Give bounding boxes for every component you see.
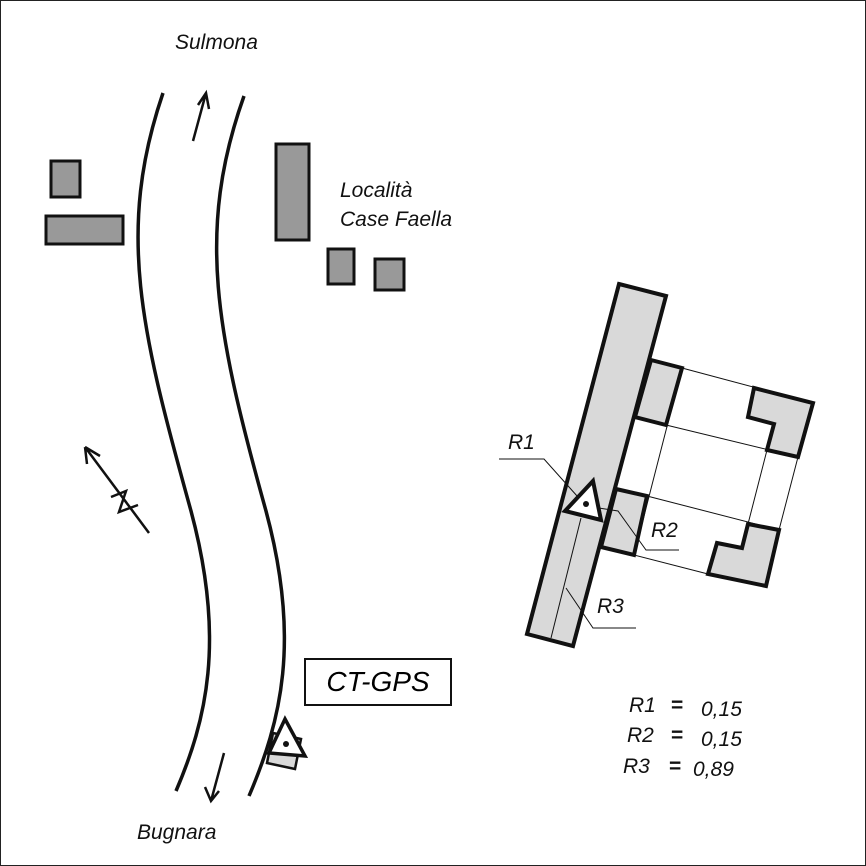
gps-triangle-icon — [266, 715, 309, 759]
building — [44, 214, 125, 246]
pier — [632, 357, 685, 428]
sensor-triangle-icon — [561, 476, 604, 523]
sensor-dot — [583, 501, 589, 507]
station-label: CT-GPS — [326, 666, 430, 697]
structure-plan — [499, 281, 816, 649]
building — [373, 257, 406, 292]
building — [274, 142, 311, 242]
arrow-south-direction-icon — [203, 752, 226, 804]
north-arrow-icon — [83, 445, 151, 534]
gps-station-marker — [265, 715, 309, 771]
pier — [745, 385, 816, 460]
building — [326, 247, 356, 286]
station-label-box: CT-GPS — [304, 658, 452, 706]
buildings — [44, 142, 406, 292]
r2-label: R2 — [651, 519, 678, 542]
road-left-edge — [136, 92, 212, 792]
pier — [705, 521, 782, 589]
legend-eq: = — [669, 755, 682, 778]
r3-label: R3 — [597, 595, 624, 618]
pier — [598, 486, 650, 558]
building — [49, 159, 82, 199]
r3-leader — [550, 517, 636, 639]
legend-r3-value: 0,89 — [693, 758, 734, 781]
legend-r2: R2 — [627, 724, 654, 747]
r1-leader — [499, 458, 587, 507]
legend-r2-value: 0,15 — [701, 728, 742, 751]
locality-label-line1: Località — [340, 179, 413, 202]
legend-r3: R3 — [623, 755, 650, 778]
place-north-label: Sulmona — [175, 31, 258, 54]
main-wall — [524, 281, 669, 649]
legend-r1-value: 0,15 — [701, 698, 742, 721]
legend-eq: = — [671, 694, 684, 717]
r1-label: R1 — [508, 431, 535, 454]
arrow-north-direction-icon — [191, 89, 211, 142]
legend-r1: R1 — [629, 694, 656, 717]
legend-eq: = — [671, 724, 684, 747]
road — [136, 92, 287, 797]
r2-leader — [585, 505, 679, 551]
road-right-edge — [214, 95, 287, 797]
locality-label-line2: Case Faella — [340, 208, 453, 231]
place-south-label: Bugnara — [137, 821, 217, 844]
